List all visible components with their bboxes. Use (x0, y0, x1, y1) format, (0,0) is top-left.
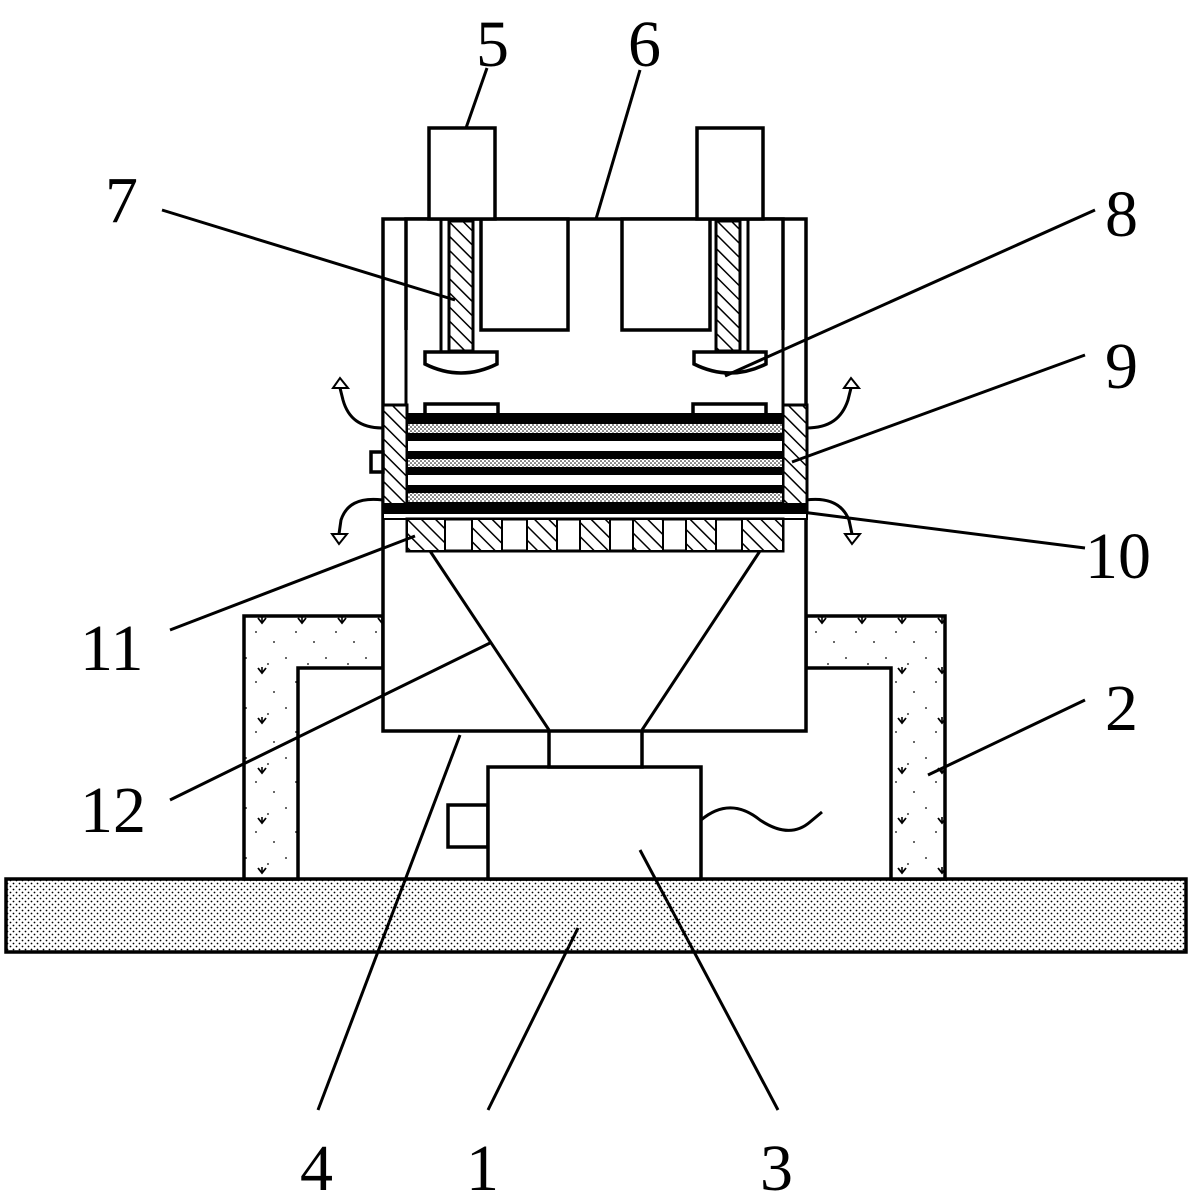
side-hoses (330, 376, 863, 546)
label-11: 11 (80, 612, 144, 685)
leader-4 (316, 734, 462, 1111)
leader-8 (724, 208, 1096, 378)
label-4: 4 (300, 1132, 333, 1203)
label-3: 3 (760, 1132, 793, 1203)
outlet-pipe (547, 728, 644, 769)
label-7: 7 (105, 164, 138, 237)
left-press-head (423, 350, 499, 375)
filter-screens (382, 413, 808, 520)
leader-5 (464, 67, 489, 129)
label-9: 9 (1105, 330, 1138, 403)
side-latch (369, 450, 385, 474)
left-return-pipe (242, 614, 385, 881)
left-top-motor (427, 126, 497, 221)
leader-9 (791, 353, 1086, 464)
grid-plate (405, 517, 785, 553)
label-5: 5 (476, 8, 509, 81)
leader-6 (594, 69, 642, 220)
left-threaded-rod (447, 219, 475, 353)
motor-cable (700, 806, 823, 832)
label-10: 10 (1085, 520, 1151, 593)
label-8: 8 (1105, 178, 1138, 251)
hopper (428, 550, 762, 731)
right-threaded-rod (714, 219, 742, 353)
leader-7 (161, 208, 456, 302)
right-top-motor (695, 126, 765, 221)
left-filter-frame (381, 403, 409, 515)
label-6: 6 (628, 8, 661, 81)
label-1: 1 (466, 1132, 499, 1203)
leader-3 (638, 849, 780, 1111)
label-2: 2 (1105, 672, 1138, 745)
motor-outlet (446, 803, 490, 849)
motor (486, 765, 703, 881)
label-12: 12 (80, 774, 146, 847)
leader-12 (169, 641, 491, 802)
right-return-pipe (804, 614, 947, 881)
leader-1 (486, 927, 580, 1111)
base-plate (4, 877, 1188, 954)
leader-11 (169, 534, 416, 632)
leader-10 (785, 508, 1086, 550)
leader-2 (927, 698, 1086, 777)
